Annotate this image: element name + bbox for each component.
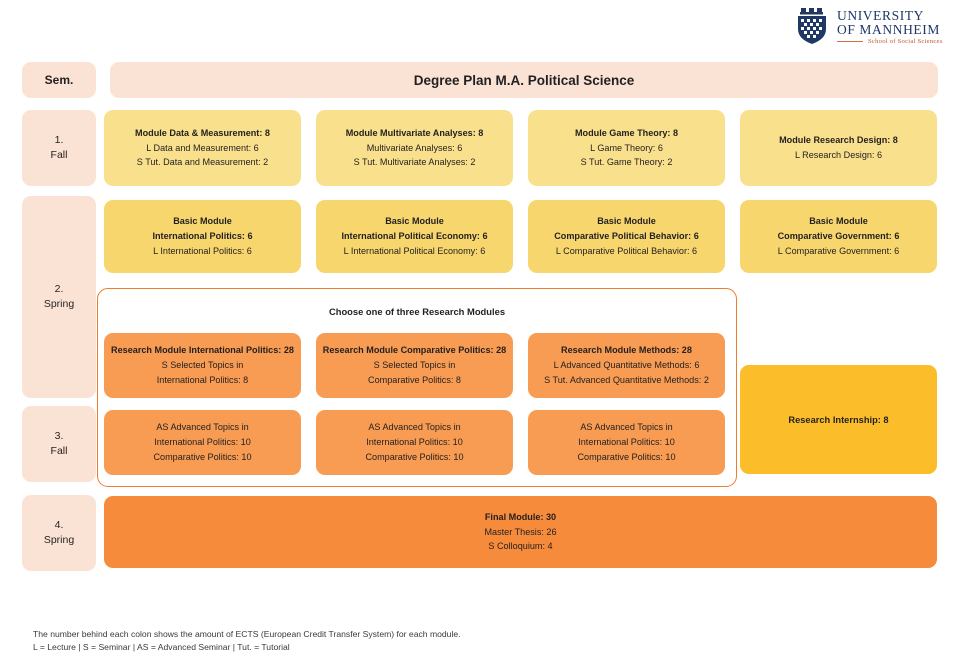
- module-line: International Politics: 8: [156, 374, 249, 385]
- research-module-comparative-politics: Research Module Comparative Politics: 28…: [316, 333, 513, 398]
- footer-line-2: L = Lecture | S = Seminar | AS = Advance…: [33, 642, 290, 653]
- module-line: Comparative Politics: 10: [365, 451, 464, 462]
- internship-label: Research Internship: 8: [788, 414, 889, 425]
- module-line: Comparative Politics: 10: [153, 451, 252, 462]
- logo-line-2: OF MANNHEIM: [837, 21, 940, 37]
- module-line: AS Advanced Topics in: [368, 422, 461, 433]
- footer-legend: The number behind each colon shows the a…: [33, 628, 913, 655]
- module-title-line1: Basic Module: [597, 216, 656, 227]
- module-line: S Tut. Advanced Quantitative Methods: 2: [544, 374, 709, 385]
- module-title-line2: International Politics: 6: [152, 231, 253, 242]
- semester-season: Fall: [50, 445, 68, 457]
- module-line: L International Political Economy: 6: [343, 245, 486, 256]
- module-line: L Data and Measurement: 6: [146, 142, 259, 153]
- research-module-methods: Research Module Methods: 28 L Advanced Q…: [528, 333, 725, 398]
- semester-season: Spring: [43, 534, 75, 546]
- logo-divider-rule: [837, 41, 863, 43]
- module-card-data-measurement: Module Data & Measurement: 8 L Data and …: [104, 110, 301, 186]
- module-card-basic-comparative-political-behavior: Basic Module Comparative Political Behav…: [528, 200, 725, 273]
- module-line: S Selected Topics in: [161, 360, 244, 371]
- module-line: S Colloquium: 4: [488, 541, 553, 552]
- advanced-topics-card-2: AS Advanced Topics in International Poli…: [316, 410, 513, 475]
- module-line: Comparative Politics: 10: [577, 451, 676, 462]
- research-module-international-politics: Research Module International Politics: …: [104, 333, 301, 398]
- module-line: AS Advanced Topics in: [580, 422, 673, 433]
- module-line: Comparative Politics: 8: [368, 374, 461, 385]
- semester-number: 3.: [54, 429, 64, 442]
- module-card-basic-international-political-economy: Basic Module International Political Eco…: [316, 200, 513, 273]
- module-line: S Tut. Game Theory: 2: [580, 157, 673, 168]
- research-modules-group: [97, 288, 737, 487]
- advanced-topics-card-1: AS Advanced Topics in International Poli…: [104, 410, 301, 475]
- module-card-multivariate-analyses: Module Multivariate Analyses: 8 Multivar…: [316, 110, 513, 186]
- module-line: L Research Design: 6: [794, 150, 883, 160]
- page-title: Degree Plan M.A. Political Science: [110, 62, 938, 98]
- university-logo: UNIVERSITY OF MANNHEIM School of Social …: [793, 6, 953, 48]
- module-title-line2: Comparative Government: 6: [777, 231, 900, 242]
- module-line: L Comparative Government: 6: [777, 245, 900, 256]
- module-title-line2: International Political Economy: 6: [341, 231, 488, 242]
- module-title: Final Module: 30: [484, 511, 557, 522]
- module-card-basic-international-politics: Basic Module International Politics: 6 L…: [104, 200, 301, 273]
- semester-season: Fall: [50, 149, 68, 161]
- module-title: Research Module International Politics: …: [111, 345, 294, 356]
- module-card-basic-comparative-government: Basic Module Comparative Government: 6 L…: [740, 200, 937, 273]
- module-card-game-theory: Module Game Theory: 8 L Game Theory: 6 S…: [528, 110, 725, 186]
- footer-line-1: The number behind each colon shows the a…: [33, 629, 461, 639]
- choose-research-module-label: Choose one of three Research Modules: [328, 306, 506, 317]
- module-title: Module Research Design: 8: [779, 135, 898, 146]
- module-line: Multivariate Analyses: 6: [366, 142, 463, 153]
- mannheim-crest-icon: [798, 8, 826, 44]
- semester-cell-4: 4. Spring: [22, 495, 96, 571]
- module-line: AS Advanced Topics in: [156, 422, 249, 433]
- module-title: Module Data & Measurement: 8: [135, 127, 270, 138]
- module-title: Research Module Methods: 28: [561, 345, 692, 356]
- module-title-line1: Basic Module: [809, 216, 868, 227]
- semester-column-header: Sem.: [22, 62, 96, 98]
- module-line: International Politics: 10: [154, 437, 251, 448]
- module-line: L International Politics: 6: [153, 245, 252, 256]
- module-title-line2: Comparative Political Behavior: 6: [554, 231, 699, 242]
- module-title: Module Game Theory: 8: [574, 127, 679, 138]
- module-line: International Politics: 10: [366, 437, 463, 448]
- semester-season: Spring: [43, 298, 75, 310]
- module-title: Research Module Comparative Politics: 28: [322, 345, 507, 356]
- module-line: S Tut. Multivariate Analyses: 2: [353, 157, 476, 168]
- research-internship-card: Research Internship: 8: [740, 365, 937, 474]
- logo-subtitle: School of Social Sciences: [868, 38, 943, 46]
- module-title: Module Multivariate Analyses: 8: [345, 127, 484, 138]
- advanced-topics-card-3: AS Advanced Topics in International Poli…: [528, 410, 725, 475]
- module-line: International Politics: 10: [578, 437, 675, 448]
- module-line: S Selected Topics in: [373, 360, 456, 371]
- module-card-research-design: Module Research Design: 8 L Research Des…: [740, 110, 937, 186]
- module-line: Master Thesis: 26: [484, 526, 557, 537]
- semester-cell-1: 1. Fall: [22, 110, 96, 186]
- module-line: L Advanced Quantitative Methods: 6: [553, 360, 700, 371]
- semester-number: 1.: [54, 133, 64, 146]
- module-line: L Comparative Political Behavior: 6: [555, 245, 698, 256]
- logo-line-1: UNIVERSITY: [837, 7, 924, 23]
- semester-cell-3: 3. Fall: [22, 406, 96, 482]
- module-line: L Game Theory: 6: [590, 142, 663, 153]
- module-title-line1: Basic Module: [385, 216, 444, 227]
- module-line: S Tut. Data and Measurement: 2: [136, 157, 269, 168]
- final-module-card: Final Module: 30 Master Thesis: 26 S Col…: [104, 496, 937, 568]
- module-title-line1: Basic Module: [173, 216, 232, 227]
- semester-number: 2.: [54, 282, 64, 295]
- semester-number: 4.: [54, 518, 64, 531]
- semester-cell-2: 2. Spring: [22, 196, 96, 398]
